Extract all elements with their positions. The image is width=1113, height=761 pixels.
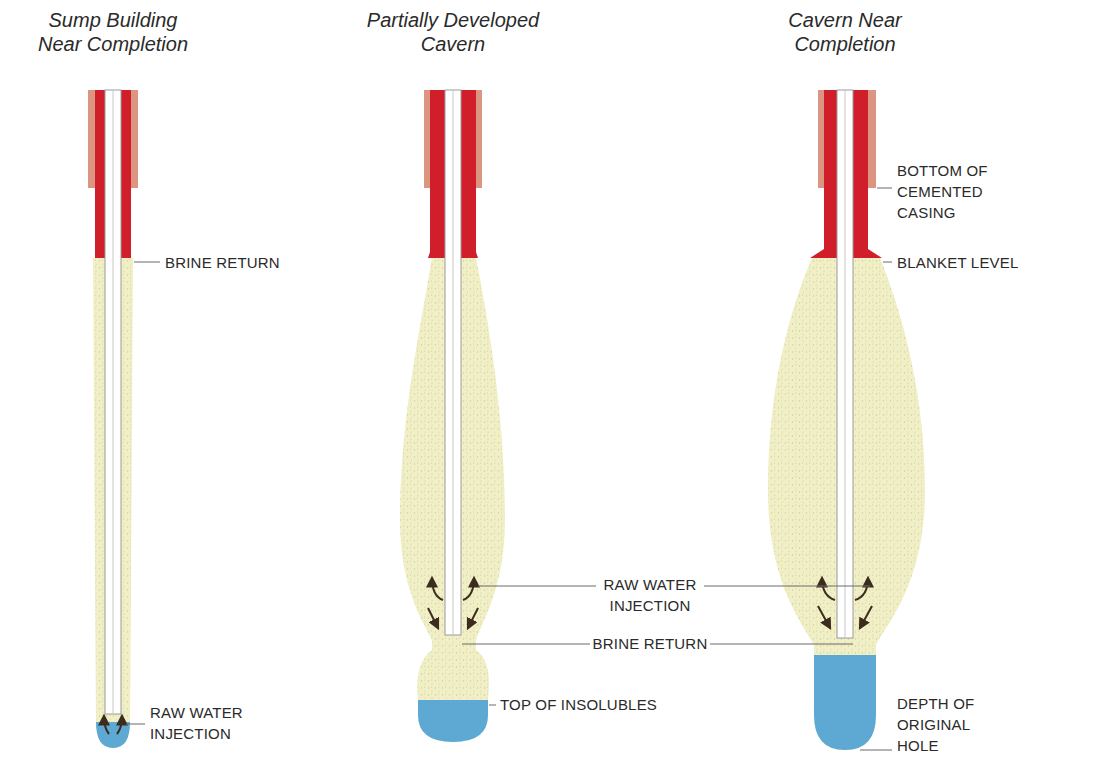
callout-label: BLANKET LEVEL [897, 252, 1057, 273]
stage-title: Partially Developed Cavern [360, 8, 546, 56]
flow-arrow [468, 608, 478, 628]
leader-line [883, 262, 892, 263]
flow-arrow [428, 608, 438, 628]
tubing [845, 90, 846, 638]
callout-label: BRINE RETURN [165, 252, 325, 273]
tubing [837, 90, 853, 638]
leader-line [877, 188, 892, 189]
leader-line [134, 262, 160, 263]
callout-label: RAW WATER INJECTION [150, 702, 270, 744]
flow-arrow [822, 578, 835, 600]
stage-title: Sump Building Near Completion [28, 8, 198, 56]
leader-lines [126, 188, 892, 750]
flow-arrow [818, 606, 830, 628]
sump-figure [88, 90, 138, 748]
flow-arrow [432, 578, 443, 600]
callout-label: RAW WATER INJECTION [585, 574, 715, 616]
tubing [105, 90, 121, 714]
callout-label: DEPTH OF ORIGINAL HOLE [897, 693, 1007, 756]
leader-line [710, 644, 853, 645]
callout-label: TOP OF INSOLUBLES [500, 694, 700, 715]
leader-line [126, 724, 145, 725]
tubing [445, 90, 461, 635]
leader-line [860, 750, 892, 751]
flow-arrow [117, 716, 122, 734]
leader-line [462, 644, 590, 645]
stage-title: Cavern Near Completion [755, 8, 935, 56]
leader-line [704, 586, 870, 587]
flow-arrow [855, 578, 868, 600]
insolubles [96, 722, 130, 748]
flow-arrow [463, 578, 474, 600]
tubing [113, 90, 114, 714]
callout-label: BOTTOM OF CEMENTED CASING [897, 160, 1009, 223]
flow-arrow [104, 716, 109, 734]
insolubles [814, 655, 876, 750]
flow-arrow [860, 606, 872, 628]
callout-label: BRINE RETURN [585, 633, 715, 654]
leader-line [489, 705, 496, 706]
leader-line [478, 586, 596, 587]
tubing [453, 90, 454, 635]
insolubles [418, 700, 488, 742]
